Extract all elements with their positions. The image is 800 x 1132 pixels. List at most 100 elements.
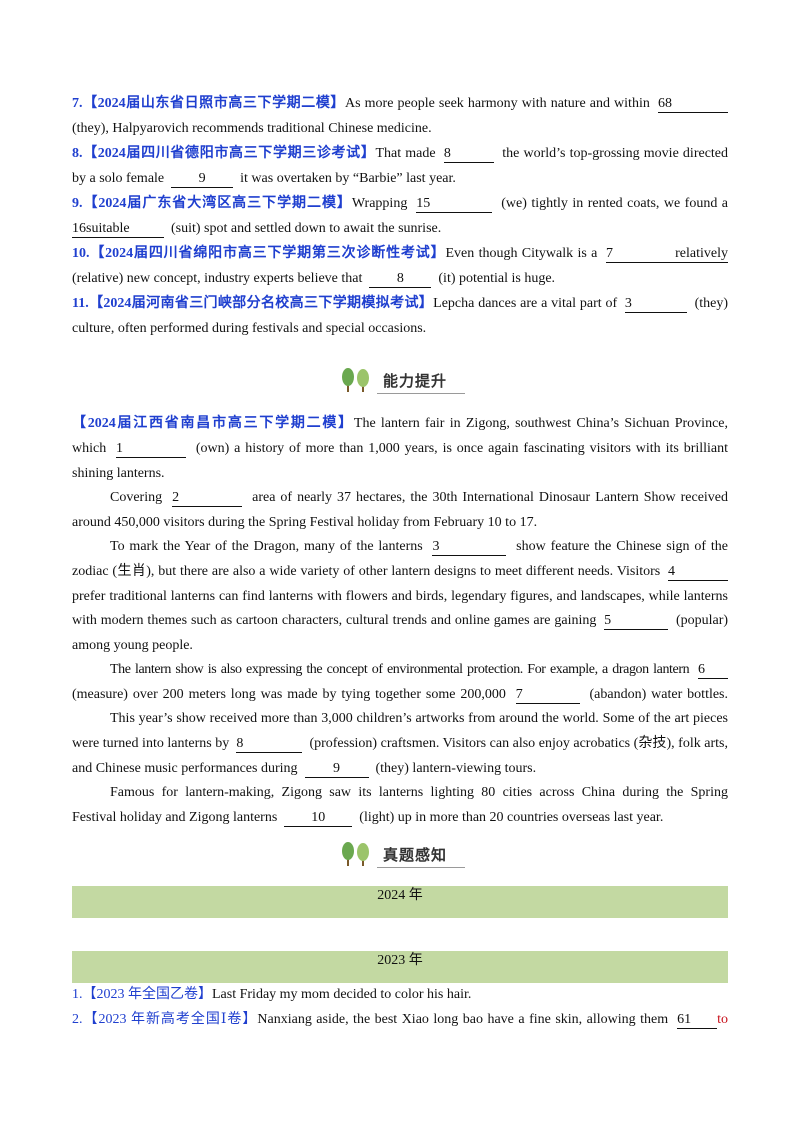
passage-text: (measure) over 200 meters long was made …: [72, 687, 506, 702]
q10-number: 10.: [72, 246, 90, 261]
passage-text: Festival holiday and Zigong lanterns: [72, 810, 278, 825]
q10-text-2: (relative) new concept, industry experts…: [72, 271, 363, 286]
q10-text-1: Even though Citywalk is a: [445, 246, 598, 261]
passage-line-2: which 1 (own) a history of more than 1,0…: [72, 439, 728, 459]
passage-line-17: Festival holiday and Zigong lanterns 10 …: [72, 808, 728, 828]
passage-text: (popular): [675, 613, 729, 628]
passage-blank-1[interactable]: 1: [116, 441, 187, 458]
r2-text: Nanxiang aside, the best Xiao long bao h…: [257, 1012, 669, 1027]
section-divider: [377, 867, 465, 868]
q9-text-3: (suit) spot and settled down to await th…: [171, 221, 442, 236]
q11-line-1: 11.【2024届河南省三门峡部分名校高三下学期模拟考试】Lepcha danc…: [72, 294, 728, 314]
passage-line-14: were turned into lanterns by 8 (professi…: [72, 734, 728, 754]
q7-source: 【2024届山东省日照市高三下学期二模】: [82, 96, 346, 111]
q7-text-2: (they), Halpyarovich recommends traditio…: [72, 121, 432, 136]
passage-blank-8[interactable]: 8: [236, 736, 303, 753]
q10-line-1: 10.【2024届四川省绵阳市高三下学期第三次诊断性考试】Even though…: [72, 244, 729, 264]
q8-blank-8[interactable]: 8: [443, 146, 494, 163]
passage-line-8: prefer traditional lanterns can find lan…: [72, 587, 728, 607]
passage-text: This year’s show received more than 3,00…: [110, 711, 728, 726]
passage-text: show feature the Chinese sign of the: [516, 539, 729, 554]
q9-blank-15[interactable]: 15: [416, 196, 493, 213]
r2-line: 2.【2023 年新高考全国Ⅰ卷】Nanxiang aside, the bes…: [72, 1010, 728, 1030]
passage-line-13: This year’s show received more than 3,00…: [110, 709, 728, 729]
r1-number: 1.: [72, 987, 83, 1002]
passage-text: among young people.: [72, 638, 193, 653]
passage-text: (they) lantern-viewing tours.: [375, 761, 537, 776]
q7-line-2: (they), Halpyarovich recommends traditio…: [72, 119, 728, 139]
q9-text-2: (we) tightly in rented coats, we found a: [501, 196, 729, 211]
q9-line-2: 16suitable (suit) spot and settled down …: [72, 219, 728, 239]
q8-line-2: by a solo female 9 it was overtaken by “…: [72, 169, 728, 189]
leaf-icon: [342, 368, 369, 392]
q8-line-1: 8.【2024届四川省德阳市高三下学期三诊考试】That made 8 the …: [72, 144, 728, 164]
q9-blank-16[interactable]: 16suitable: [72, 221, 164, 238]
passage-text: To mark the Year of the Dragon, many of …: [110, 539, 423, 554]
passage-line-12: (measure) over 200 meters long was made …: [72, 685, 728, 705]
passage-text: were turned into lanterns by: [72, 736, 230, 751]
passage-text: area of nearly 37 hectares, the 30th Int…: [252, 490, 729, 505]
year-label-2024: 2024 年: [377, 888, 423, 903]
passage-line-7: zodiac (生肖), but there are also a wide v…: [72, 562, 728, 582]
passage-text: Covering: [110, 490, 163, 505]
r2-blank-61[interactable]: 61: [677, 1012, 718, 1029]
q7-text-1: As more people seek harmony with nature …: [345, 96, 650, 111]
passage-blank-2[interactable]: 2: [172, 490, 243, 507]
r1-text: Last Friday my mom decided to color his …: [212, 987, 472, 1002]
passage-text: (profession) craftsmen. Visitors can als…: [309, 736, 728, 751]
section-divider: [377, 393, 465, 394]
q10-blank-7[interactable]: 7 relatively: [606, 246, 729, 263]
r2-answer-to: to: [717, 1012, 729, 1027]
q10-blank-8[interactable]: 8: [369, 271, 432, 288]
leaf-icon: [342, 842, 369, 866]
passage-line-10: among young people.: [72, 636, 728, 656]
passage-text: which: [72, 441, 107, 456]
q9-number: 9.: [72, 196, 83, 211]
passage-blank-7[interactable]: 7: [515, 687, 580, 704]
q11-number: 11.: [72, 296, 89, 311]
passage-text: and Chinese music performances during: [72, 761, 298, 776]
q9-text-1: Wrapping: [351, 196, 408, 211]
year-band-2023: 2023 年: [72, 951, 728, 983]
section-header-ability: 能力提升: [337, 364, 465, 398]
passage-text: (light) up in more than 20 countries ove…: [359, 810, 664, 825]
passage-text: with modern themes such as cartoon chara…: [72, 613, 597, 628]
passage-source: 【2024届江西省南昌市高三下学期二模】: [72, 416, 354, 431]
q11-text-3: culture, often performed during festival…: [72, 321, 427, 336]
r1-line: 1.【2023 年全国乙卷】Last Friday my mom decided…: [72, 985, 728, 1005]
passage-text: zodiac (生肖), but there are also a wide v…: [72, 564, 661, 579]
passage-blank-5[interactable]: 5: [604, 613, 669, 630]
q10-text-3: (it) potential is huge.: [438, 271, 556, 286]
q9-line-1: 9.【2024届广东省大湾区高三下学期二模】Wrapping 15 (we) t…: [72, 194, 728, 214]
q8-source: 【2024届四川省德阳市高三下学期三诊考试】: [82, 146, 376, 161]
q11-blank-3[interactable]: 3: [624, 296, 687, 313]
q8-blank-9[interactable]: 9: [171, 171, 234, 188]
passage-blank-3[interactable]: 3: [432, 539, 507, 556]
passage-line-11: The lantern show is also expressing the …: [110, 660, 729, 680]
passage-blank-10[interactable]: 10: [284, 810, 353, 827]
q8-text-1: That made: [375, 146, 436, 161]
passage-text: (own) a history of more than 1,000 years…: [195, 441, 729, 456]
passage-blank-9[interactable]: 9: [304, 761, 369, 778]
passage-blank-6[interactable]: 6: [698, 662, 729, 679]
year-band-2024: 2024 年: [72, 886, 728, 918]
passage-text: The lantern show is also expressing the …: [110, 662, 690, 677]
passage-line-3: shining lanterns.: [72, 464, 728, 484]
q11-text-2: (they): [694, 296, 729, 311]
passage-text: Famous for lantern-making, Zigong saw it…: [110, 785, 728, 800]
passage-line-6: To mark the Year of the Dragon, many of …: [110, 537, 728, 557]
q11-source: 【2024届河南省三门峡部分名校高三下学期模拟考试】: [88, 296, 434, 311]
passage-text: prefer traditional lanterns can find lan…: [72, 589, 728, 604]
q8-text-2: the world’s top-grossing movie directed: [502, 146, 729, 161]
r2-source: 【2023 年新高考全国Ⅰ卷】: [82, 1012, 258, 1027]
section-header-real-exam: 真题感知: [337, 838, 465, 872]
q7-blank-68[interactable]: 68: [658, 96, 729, 113]
q8-number: 8.: [72, 146, 83, 161]
passage-line-1: 【2024届江西省南昌市高三下学期二模】The lantern fair in …: [72, 414, 728, 434]
q11-line-2: culture, often performed during festival…: [72, 319, 728, 339]
q11-text-1: Lepcha dances are a vital part of: [433, 296, 618, 311]
q8-text-4: it was overtaken by “Barbie” last year.: [240, 171, 456, 186]
passage-line-15: and Chinese music performances during 9 …: [72, 759, 728, 779]
passage-blank-4[interactable]: 4: [668, 564, 728, 581]
